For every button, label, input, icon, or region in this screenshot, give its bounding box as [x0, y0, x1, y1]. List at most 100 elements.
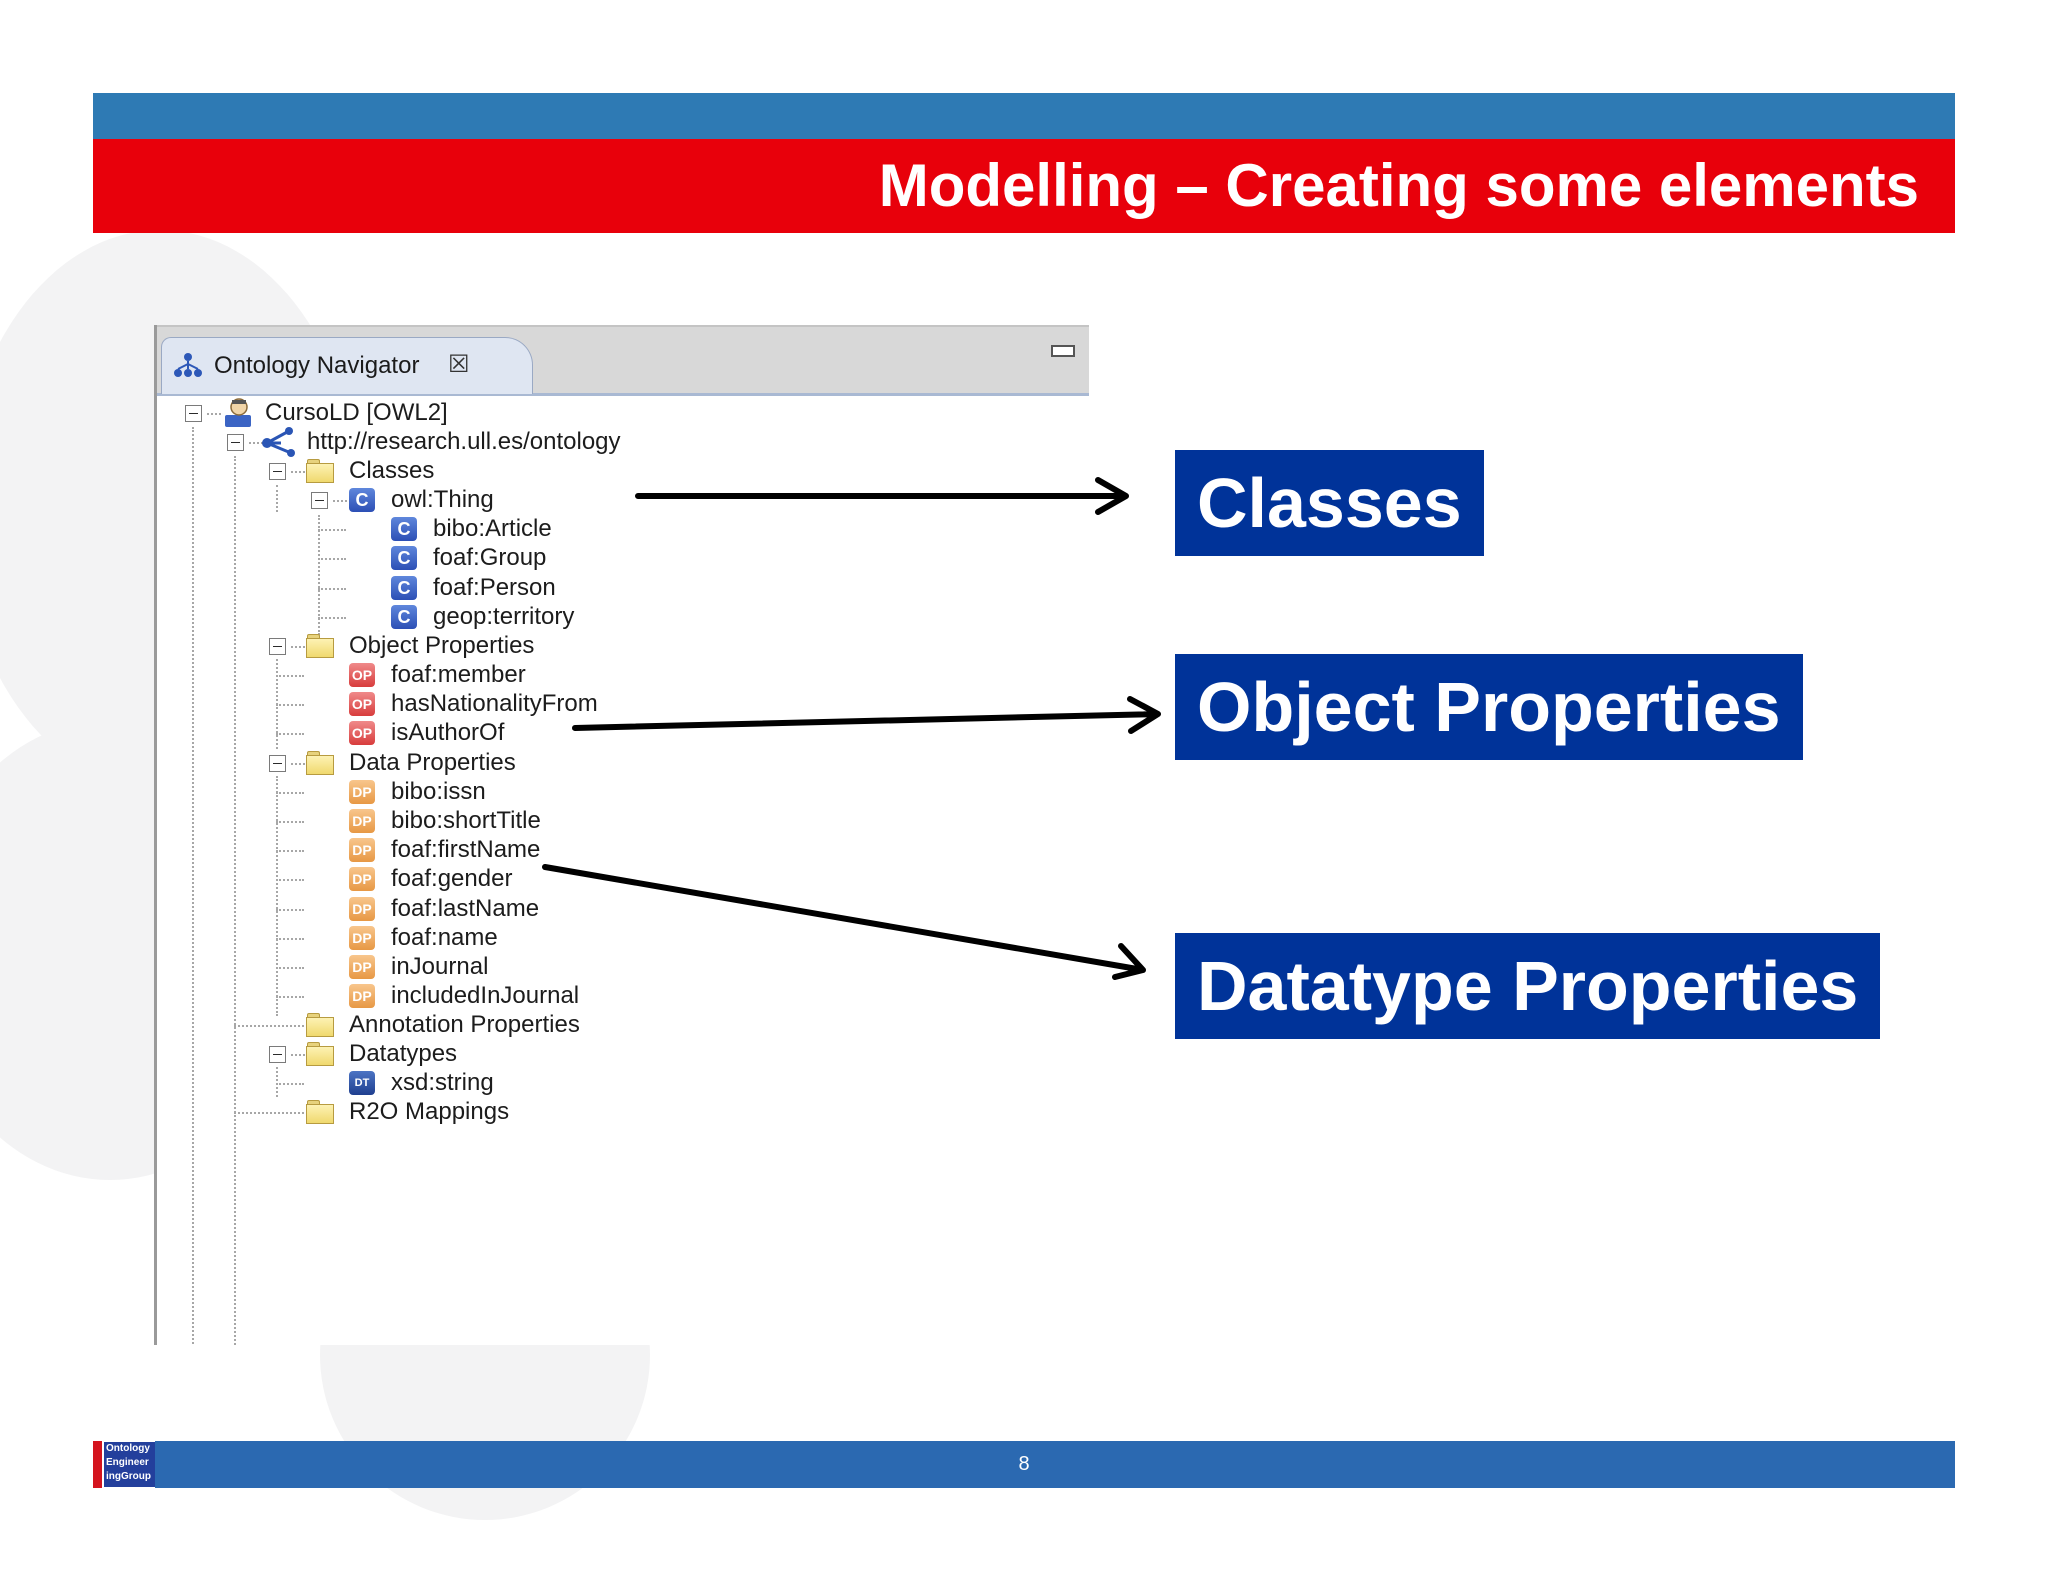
folder-icon: [306, 634, 334, 658]
datatype-icon: DT: [349, 1071, 375, 1095]
data-property-icon: DP: [349, 867, 375, 891]
tree-folder-r2o-mappings[interactable]: R2O Mappings: [267, 1094, 667, 1130]
data-property-icon: DP: [349, 897, 375, 921]
data-property-icon: DP: [349, 838, 375, 862]
tab-label: Ontology Navigator: [214, 352, 420, 379]
class-label: foaf:Group: [433, 544, 547, 571]
tree-node-project[interactable]: CursoLD [OWL2]: [183, 395, 783, 431]
arrow-classes: [635, 477, 1129, 515]
minimize-icon[interactable]: [1051, 345, 1075, 357]
data-property-icon: DP: [349, 780, 375, 804]
arrow-datatype-properties: [542, 864, 1146, 980]
data-property-label: foaf:lastName: [391, 895, 540, 922]
oeg-logo: Ontology Engineer ingGroup: [93, 1441, 155, 1488]
data-property-label: foaf:name: [391, 924, 498, 951]
close-tab-icon[interactable]: ☒: [448, 351, 470, 378]
data-property-icon: DP: [349, 984, 375, 1008]
collapse-toggle[interactable]: [227, 434, 244, 451]
folder-label: Object Properties: [349, 632, 535, 659]
arrow-object-properties: [572, 696, 1161, 734]
class-icon: C: [391, 517, 417, 541]
data-property-label: inJournal: [391, 953, 489, 980]
datatype-label: xsd:string: [391, 1069, 494, 1096]
collapse-toggle[interactable]: [311, 492, 328, 509]
collapse-toggle[interactable]: [269, 638, 286, 655]
namespace-label: http://research.ull.es/ontology: [307, 428, 621, 455]
callout-datatype-properties: Datatype Properties: [1175, 933, 1881, 1039]
object-property-icon: OP: [349, 663, 375, 687]
collapse-toggle[interactable]: [269, 755, 286, 772]
ontology-navigator-icon: [172, 352, 204, 385]
folder-label: Annotation Properties: [349, 1011, 580, 1038]
tree-node-object-property[interactable]: OP isAuthorOf: [309, 715, 709, 751]
object-property-label: foaf:member: [391, 661, 526, 688]
class-label: bibo:Article: [433, 515, 552, 542]
tree-node-class[interactable]: C owl:Thing: [309, 482, 709, 518]
tree-folder-data-properties[interactable]: Data Properties: [267, 745, 667, 781]
tree-node-class[interactable]: C bibo:Article: [351, 511, 751, 547]
tree-node-data-property[interactable]: DP foaf:gender: [309, 861, 709, 897]
footer-bar: 8: [93, 1441, 1955, 1488]
collapse-toggle[interactable]: [269, 463, 286, 480]
folder-label: R2O Mappings: [349, 1098, 510, 1125]
class-icon: C: [349, 488, 375, 512]
data-property-icon: DP: [349, 809, 375, 833]
tree-node-object-property[interactable]: OP hasNationalityFrom: [309, 686, 709, 722]
folder-icon: [306, 1100, 334, 1124]
title-bar: Modelling – Creating some elements: [93, 139, 1955, 233]
top-band: [93, 93, 1955, 139]
folder-label: Data Properties: [349, 749, 516, 776]
class-icon: C: [391, 546, 417, 570]
data-property-label: bibo:shortTitle: [391, 807, 541, 834]
logo-text: Ontology: [106, 1443, 150, 1454]
object-property-icon: OP: [349, 692, 375, 716]
slide-title: Modelling – Creating some elements: [878, 152, 1919, 219]
tree-node-data-property[interactable]: DP foaf:firstName: [309, 832, 709, 868]
page-number: 8: [1018, 1453, 1030, 1475]
data-property-icon: DP: [349, 955, 375, 979]
tree-node-data-property[interactable]: DP includedInJournal: [309, 978, 709, 1014]
panel-header: Ontology Navigator ☒: [157, 325, 1089, 396]
folder-icon: [306, 459, 334, 483]
ontology-tree: CursoLD [OWL2] http://research.ull.es/on…: [157, 391, 1089, 1345]
class-icon: C: [391, 605, 417, 629]
tree-node-class[interactable]: C foaf:Person: [351, 570, 751, 606]
folder-icon: [306, 751, 334, 775]
tree-node-datatype[interactable]: DT xsd:string: [309, 1065, 709, 1101]
tree-node-namespace[interactable]: http://research.ull.es/ontology: [225, 424, 825, 460]
tree-folder-object-properties[interactable]: Object Properties: [267, 628, 667, 664]
tree-node-data-property[interactable]: DP bibo:shortTitle: [309, 803, 709, 839]
collapse-toggle[interactable]: [185, 405, 202, 422]
folder-label: Datatypes: [349, 1040, 458, 1067]
folder-icon: [306, 1042, 334, 1066]
data-property-label: foaf:gender: [391, 865, 513, 892]
tab-ontology-navigator[interactable]: Ontology Navigator ☒: [161, 337, 533, 394]
project-label: CursoLD [OWL2]: [265, 399, 448, 426]
tree-node-data-property[interactable]: DP foaf:lastName: [309, 891, 709, 927]
callout-object-properties: Object Properties: [1175, 654, 1803, 760]
folder-icon: [306, 1013, 334, 1037]
data-property-label: bibo:issn: [391, 778, 486, 805]
tree-node-class[interactable]: C foaf:Group: [351, 540, 751, 576]
tree-folder-classes[interactable]: Classes: [267, 453, 667, 489]
tree-folder-annotation-properties[interactable]: Annotation Properties: [267, 1007, 667, 1043]
project-icon: [221, 397, 257, 440]
class-label: owl:Thing: [391, 486, 494, 513]
tree-node-data-property[interactable]: DP inJournal: [309, 949, 709, 985]
tree-node-object-property[interactable]: OP foaf:member: [309, 657, 709, 693]
data-property-label: foaf:firstName: [391, 836, 541, 863]
logo-text: ingGroup: [106, 1471, 151, 1482]
callout-classes: Classes: [1175, 450, 1484, 556]
namespace-icon: [261, 427, 297, 468]
collapse-toggle[interactable]: [269, 1046, 286, 1063]
tree-node-data-property[interactable]: DP foaf:name: [309, 920, 709, 956]
data-property-icon: DP: [349, 926, 375, 950]
class-label: foaf:Person: [433, 574, 556, 601]
object-property-label: isAuthorOf: [391, 719, 505, 746]
tree-folder-datatypes[interactable]: Datatypes: [267, 1036, 667, 1072]
tree-node-data-property[interactable]: DP bibo:issn: [309, 774, 709, 810]
folder-label: Classes: [349, 457, 435, 484]
class-label: geop:territory: [433, 603, 575, 630]
tree-node-class[interactable]: C geop:territory: [351, 599, 751, 635]
